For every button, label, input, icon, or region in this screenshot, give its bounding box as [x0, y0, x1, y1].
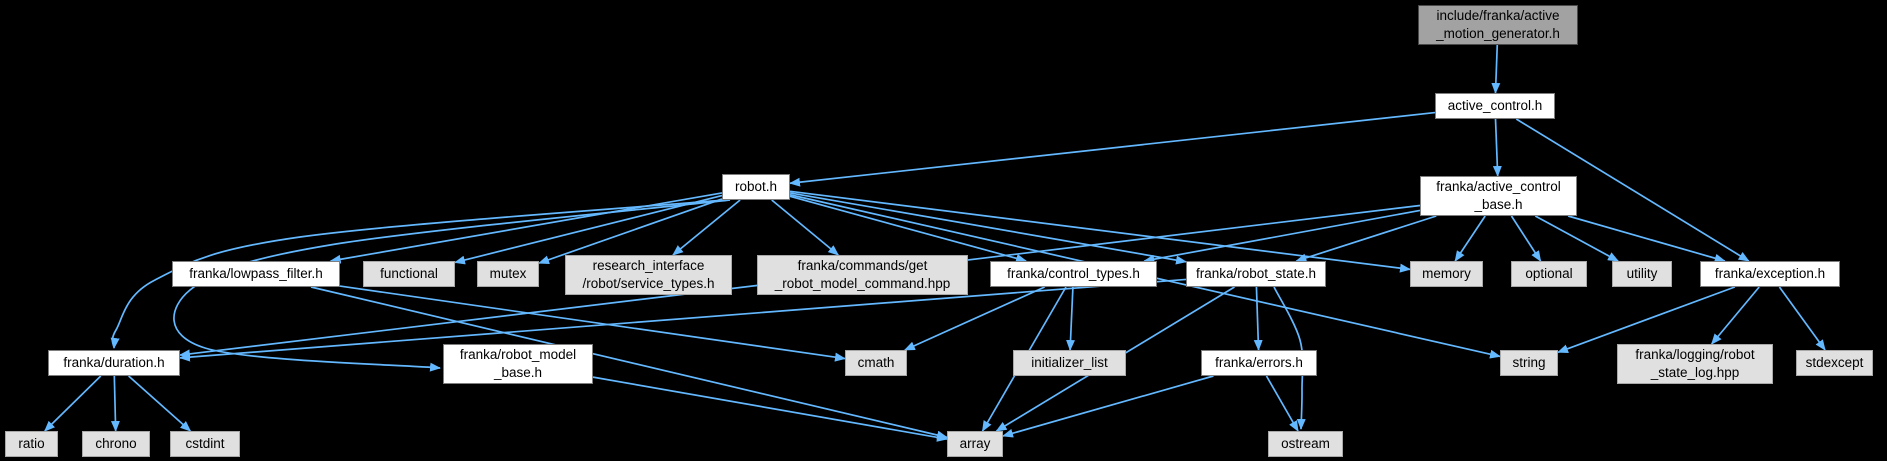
graph-node-utility: utility: [1612, 261, 1672, 287]
edge-robot-to-lpf: [329, 192, 723, 264]
edge-errors-to-array: [1002, 375, 1214, 438]
edge-rstate-to-errors: [1253, 286, 1263, 351]
edge-errors-to-ostream: [1265, 375, 1299, 432]
graph-node-cmath: cmath: [845, 350, 907, 376]
edge-lpf-to-cmath: [339, 285, 846, 362]
edge-exc-to-stdexcept: [1778, 286, 1826, 351]
graph-node-acb[interactable]: franka/active_control _base.h: [1420, 176, 1577, 216]
edge-acb-to-exc: [1567, 215, 1726, 263]
graph-node-dur[interactable]: franka/duration.h: [48, 350, 180, 376]
graph-node-ctrl[interactable]: franka/control_types.h: [990, 261, 1157, 287]
graph-node-lpf[interactable]: franka/lowpass_filter.h: [172, 261, 340, 287]
edge-robot-to-cmd: [771, 199, 840, 256]
edge-ac-to-acb: [1492, 118, 1502, 177]
graph-node-robot[interactable]: robot.h: [722, 174, 790, 200]
graph-node-mutex: mutex: [477, 261, 539, 287]
edge-exc-to-rsl: [1711, 286, 1760, 345]
edge-ctrl-to-ilist: [1066, 286, 1076, 351]
edge-robot-to-dur: [110, 199, 726, 349]
edge-dur-to-ratio: [44, 375, 102, 432]
edge-robot-to-ctrl: [789, 195, 1028, 263]
edge-robot-to-mutex: [538, 198, 723, 265]
edge-dur-to-cstdint: [128, 375, 192, 432]
graph-node-memory: memory: [1410, 261, 1483, 287]
edge-ac-to-exc: [1515, 118, 1750, 262]
graph-root-node-amg: include/franka/active _motion_generator.…: [1418, 5, 1578, 45]
graph-node-ilist: initializer_list: [1013, 350, 1126, 376]
graph-node-errors[interactable]: franka/errors.h: [1201, 350, 1317, 376]
graph-node-svc: research_interface /robot/service_types.…: [565, 255, 732, 295]
edge-rstate-to-dur: [179, 278, 1187, 362]
edge-acb-to-optional: [1510, 215, 1542, 262]
graph-node-cstdint: cstdint: [170, 431, 240, 457]
graph-node-chrono: chrono: [82, 431, 150, 457]
edge-robot-to-rstate: [789, 192, 1187, 265]
edge-acb-to-ctrl: [1143, 209, 1421, 264]
graph-node-rstate[interactable]: franka/robot_state.h: [1186, 261, 1326, 287]
edge-rmb-to-array: [592, 376, 948, 442]
edge-robot-to-svc: [672, 199, 741, 256]
graph-node-optional: optional: [1511, 261, 1587, 287]
graph-node-string: string: [1500, 350, 1558, 376]
edge-ac-to-robot: [789, 111, 1436, 187]
graph-node-functional: functional: [363, 261, 455, 287]
edge-acb-to-rstate: [1295, 215, 1437, 263]
graph-node-array: array: [947, 431, 1003, 457]
graph-node-ostream: ostream: [1268, 431, 1343, 457]
edge-lpf-to-array: [310, 286, 948, 440]
graph-node-exc[interactable]: franka/exception.h: [1700, 261, 1840, 287]
graph-node-stdexcept: stdexcept: [1796, 350, 1873, 376]
edge-exc-to-string: [1557, 286, 1736, 354]
graph-node-rsl: franka/logging/robot _state_log.hpp: [1617, 344, 1773, 384]
graph-node-cmd: franka/commands/get _robot_model_command…: [757, 255, 968, 295]
edge-acb-to-memory: [1454, 215, 1486, 262]
edge-ctrl-to-cmath: [903, 286, 1045, 351]
edge-robot-to-functional: [454, 194, 723, 265]
graph-node-rmb[interactable]: franka/robot_model _base.h: [443, 344, 593, 384]
edge-amg-to-ac: [1491, 44, 1501, 94]
graph-node-ratio: ratio: [5, 431, 58, 457]
edge-dur-to-chrono: [110, 375, 120, 432]
graph-node-ac[interactable]: active_control.h: [1435, 93, 1555, 119]
edge-acb-to-utility: [1534, 215, 1619, 262]
